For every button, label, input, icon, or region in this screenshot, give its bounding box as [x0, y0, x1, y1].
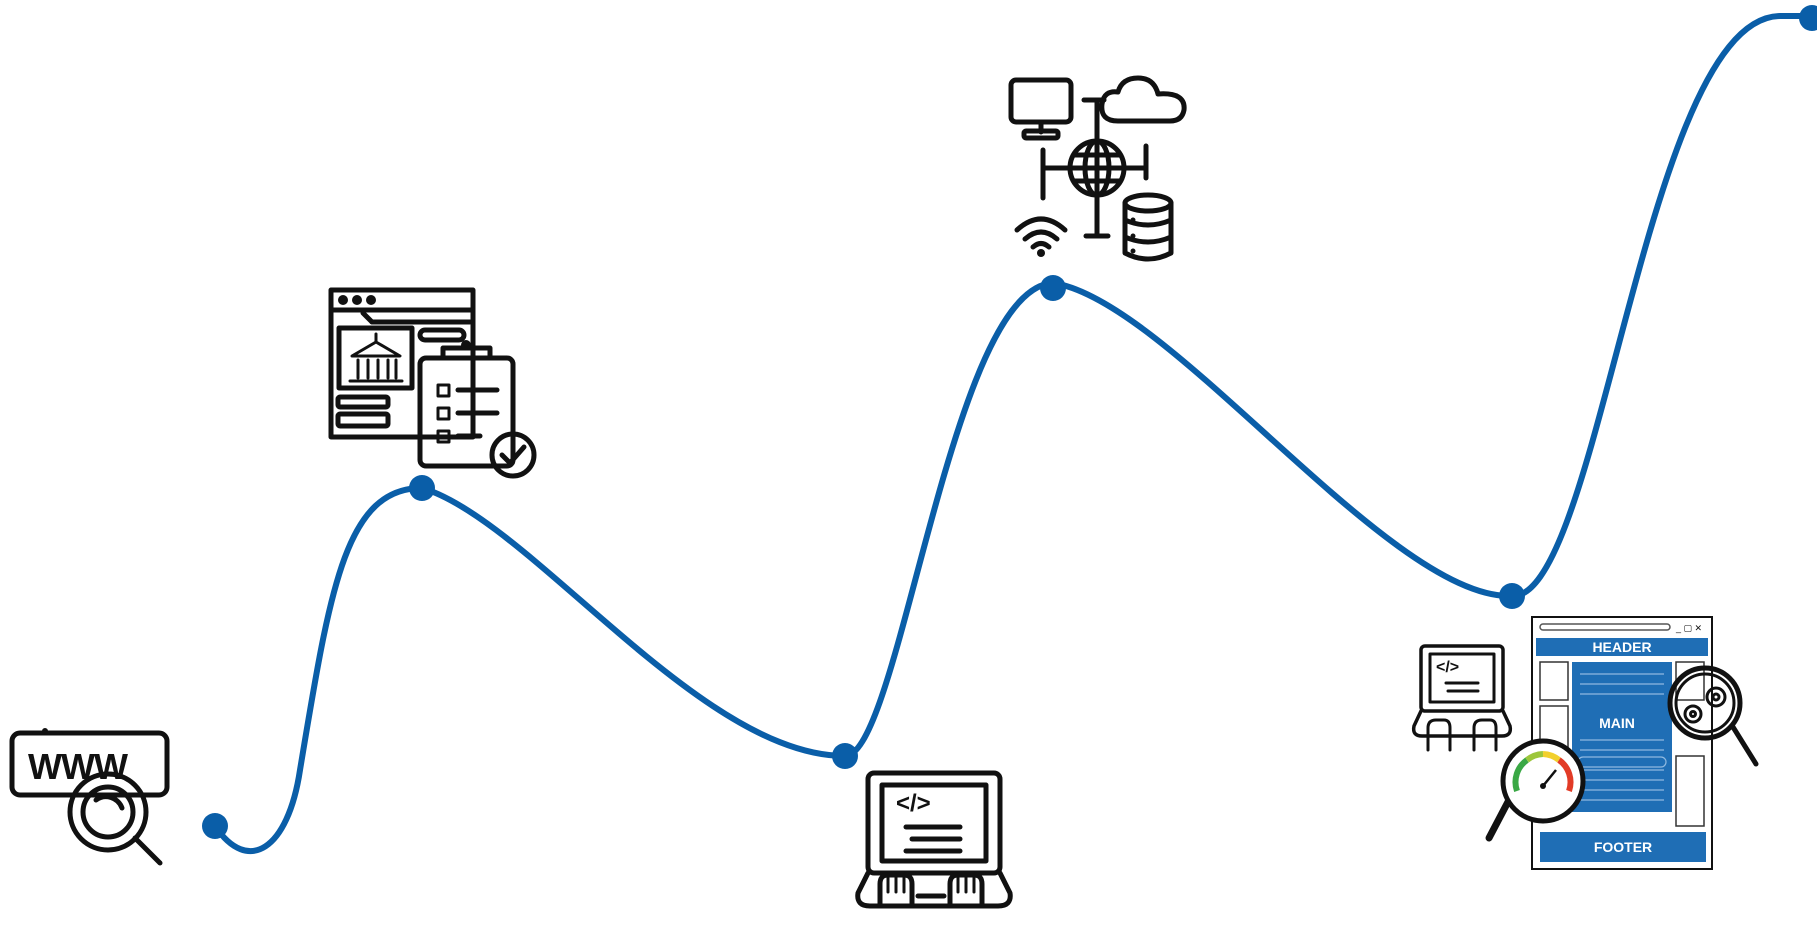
- testing-optimization-icon: </> _ ▢ ✕ HEADER MAIN: [1411, 616, 1759, 870]
- monitor-icon: [1008, 77, 1074, 141]
- bank-icon: [348, 332, 404, 383]
- milestone-dot-5: [1499, 583, 1525, 609]
- timeline-path: [212, 13, 1817, 855]
- globe-icon: [1067, 138, 1127, 198]
- database-icon: [1122, 192, 1174, 262]
- cloud-icon: [1099, 75, 1187, 124]
- svg-text:</>: </>: [896, 790, 931, 817]
- website-plan-clipboard-icon: [328, 287, 537, 479]
- gear-magnifier-icon: [1667, 665, 1759, 767]
- milestone-dot-6: [1799, 5, 1817, 31]
- small-coding-laptop-icon: </>: [1411, 644, 1513, 752]
- www-search-icon: WWW: [9, 728, 170, 866]
- footer-bar: [1540, 832, 1706, 862]
- milestone-dot-1: [202, 813, 228, 839]
- network-infrastructure-icon: [1008, 75, 1187, 262]
- main-label: MAIN: [1599, 715, 1635, 731]
- milestone-dot-3: [832, 743, 858, 769]
- coding-laptop-icon: </>: [855, 770, 1013, 909]
- header-bar: [1536, 638, 1708, 656]
- www-label: WWW: [28, 746, 128, 787]
- wifi-icon: [1014, 216, 1068, 257]
- milestone-dot-2: [409, 475, 435, 501]
- svg-text:_ ▢ ✕: _ ▢ ✕: [1675, 623, 1702, 633]
- typing-hands-icon: [877, 872, 985, 909]
- svg-text:</>: </>: [1436, 659, 1459, 676]
- main-area: [1572, 662, 1672, 812]
- speedometer-magnifier-icon: [1485, 738, 1586, 842]
- milestone-dot-4: [1040, 275, 1066, 301]
- footer-label: FOOTER: [1594, 839, 1652, 855]
- header-label: HEADER: [1592, 639, 1651, 655]
